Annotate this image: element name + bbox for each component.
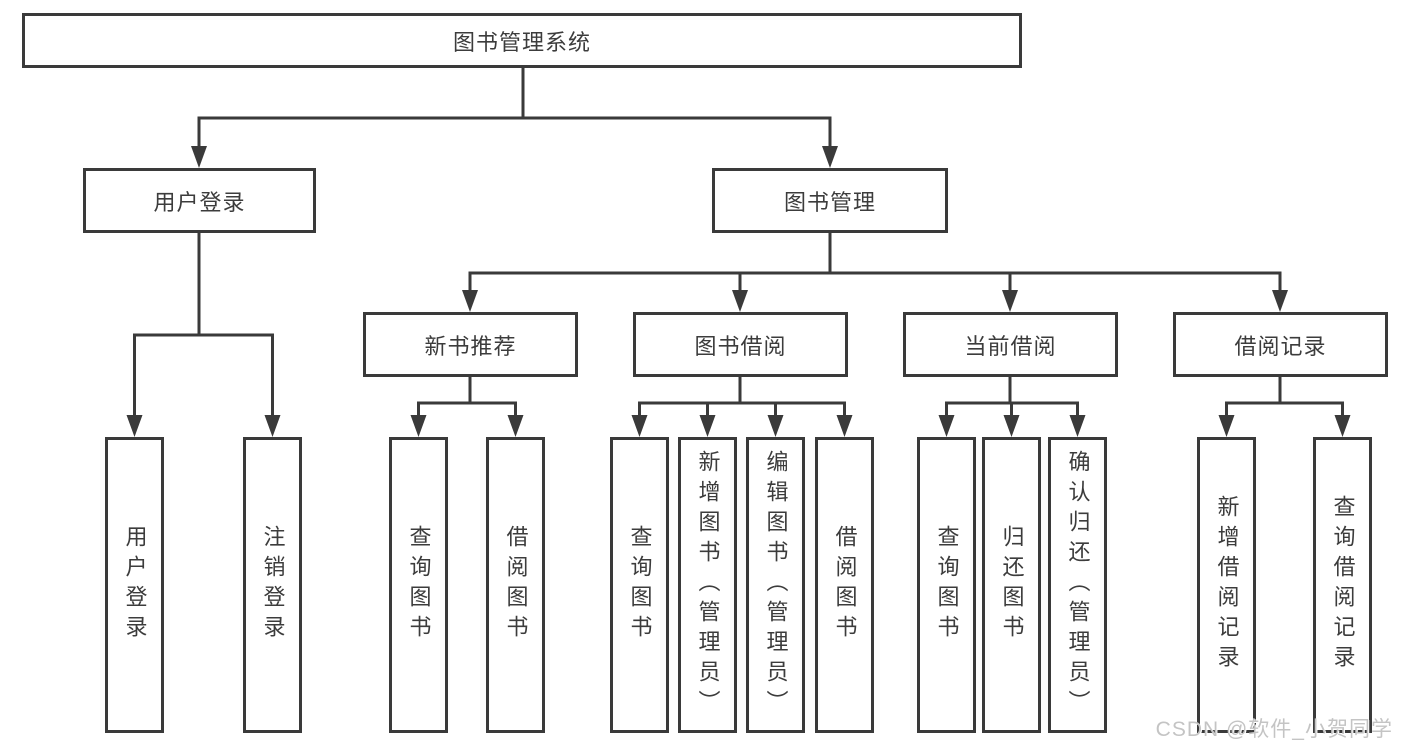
- node-book-borrowing: 图书借阅: [633, 312, 848, 377]
- node-label: 图书管理: [783, 189, 876, 215]
- leaf-query-books-recommend: 查询图书: [389, 437, 448, 733]
- node-label: 当前借阅: [964, 333, 1057, 359]
- leaf-label: 借阅图书: [503, 525, 529, 645]
- node-library-management-system: 图书管理系统: [22, 13, 1022, 68]
- leaf-label: 用户登录: [122, 525, 148, 645]
- leaf-query-borrow-record: 查询借阅记录: [1313, 437, 1372, 733]
- node-label: 图书借阅: [694, 333, 787, 359]
- leaf-label: 查询图书: [406, 525, 432, 645]
- leaf-edit-books-admin: 编辑图书（管理员）: [746, 437, 805, 733]
- node-book-management: 图书管理: [712, 168, 948, 233]
- leaf-logout-login: 注销登录: [243, 437, 302, 733]
- leaf-borrow-books-recommend: 借阅图书: [486, 437, 545, 733]
- leaf-add-books-admin: 新增图书（管理员）: [678, 437, 737, 733]
- node-label: 借阅记录: [1234, 333, 1327, 359]
- node-borrowing-records: 借阅记录: [1173, 312, 1388, 377]
- leaf-query-books-borrowing: 查询图书: [610, 437, 669, 733]
- leaf-label: 新增图书（管理员）: [695, 450, 721, 720]
- leaf-user-login: 用户登录: [105, 437, 164, 733]
- leaf-borrow-books-borrowing: 借阅图书: [815, 437, 874, 733]
- leaf-label: 归还图书: [999, 525, 1025, 645]
- node-user-login: 用户登录: [83, 168, 316, 233]
- leaf-label: 借阅图书: [832, 525, 858, 645]
- leaf-return-books: 归还图书: [982, 437, 1041, 733]
- leaf-label: 确认归还（管理员）: [1065, 450, 1091, 720]
- leaf-label: 查询图书: [934, 525, 960, 645]
- leaf-query-books-current: 查询图书: [917, 437, 976, 733]
- leaf-label: 查询借阅记录: [1330, 495, 1356, 675]
- node-label: 用户登录: [153, 189, 246, 215]
- leaf-label: 查询图书: [627, 525, 653, 645]
- leaf-confirm-return-admin: 确认归还（管理员）: [1048, 437, 1107, 733]
- leaf-label: 新增借阅记录: [1214, 495, 1240, 675]
- watermark: CSDN @软件_小贺同学: [1155, 718, 1393, 741]
- node-label: 新书推荐: [424, 333, 517, 359]
- leaf-label: 编辑图书（管理员）: [763, 450, 789, 720]
- leaf-label: 注销登录: [260, 525, 286, 645]
- leaf-add-borrow-record: 新增借阅记录: [1197, 437, 1256, 733]
- node-new-book-recommendation: 新书推荐: [363, 312, 578, 377]
- node-current-borrowing: 当前借阅: [903, 312, 1118, 377]
- node-label: 图书管理系统: [452, 29, 591, 55]
